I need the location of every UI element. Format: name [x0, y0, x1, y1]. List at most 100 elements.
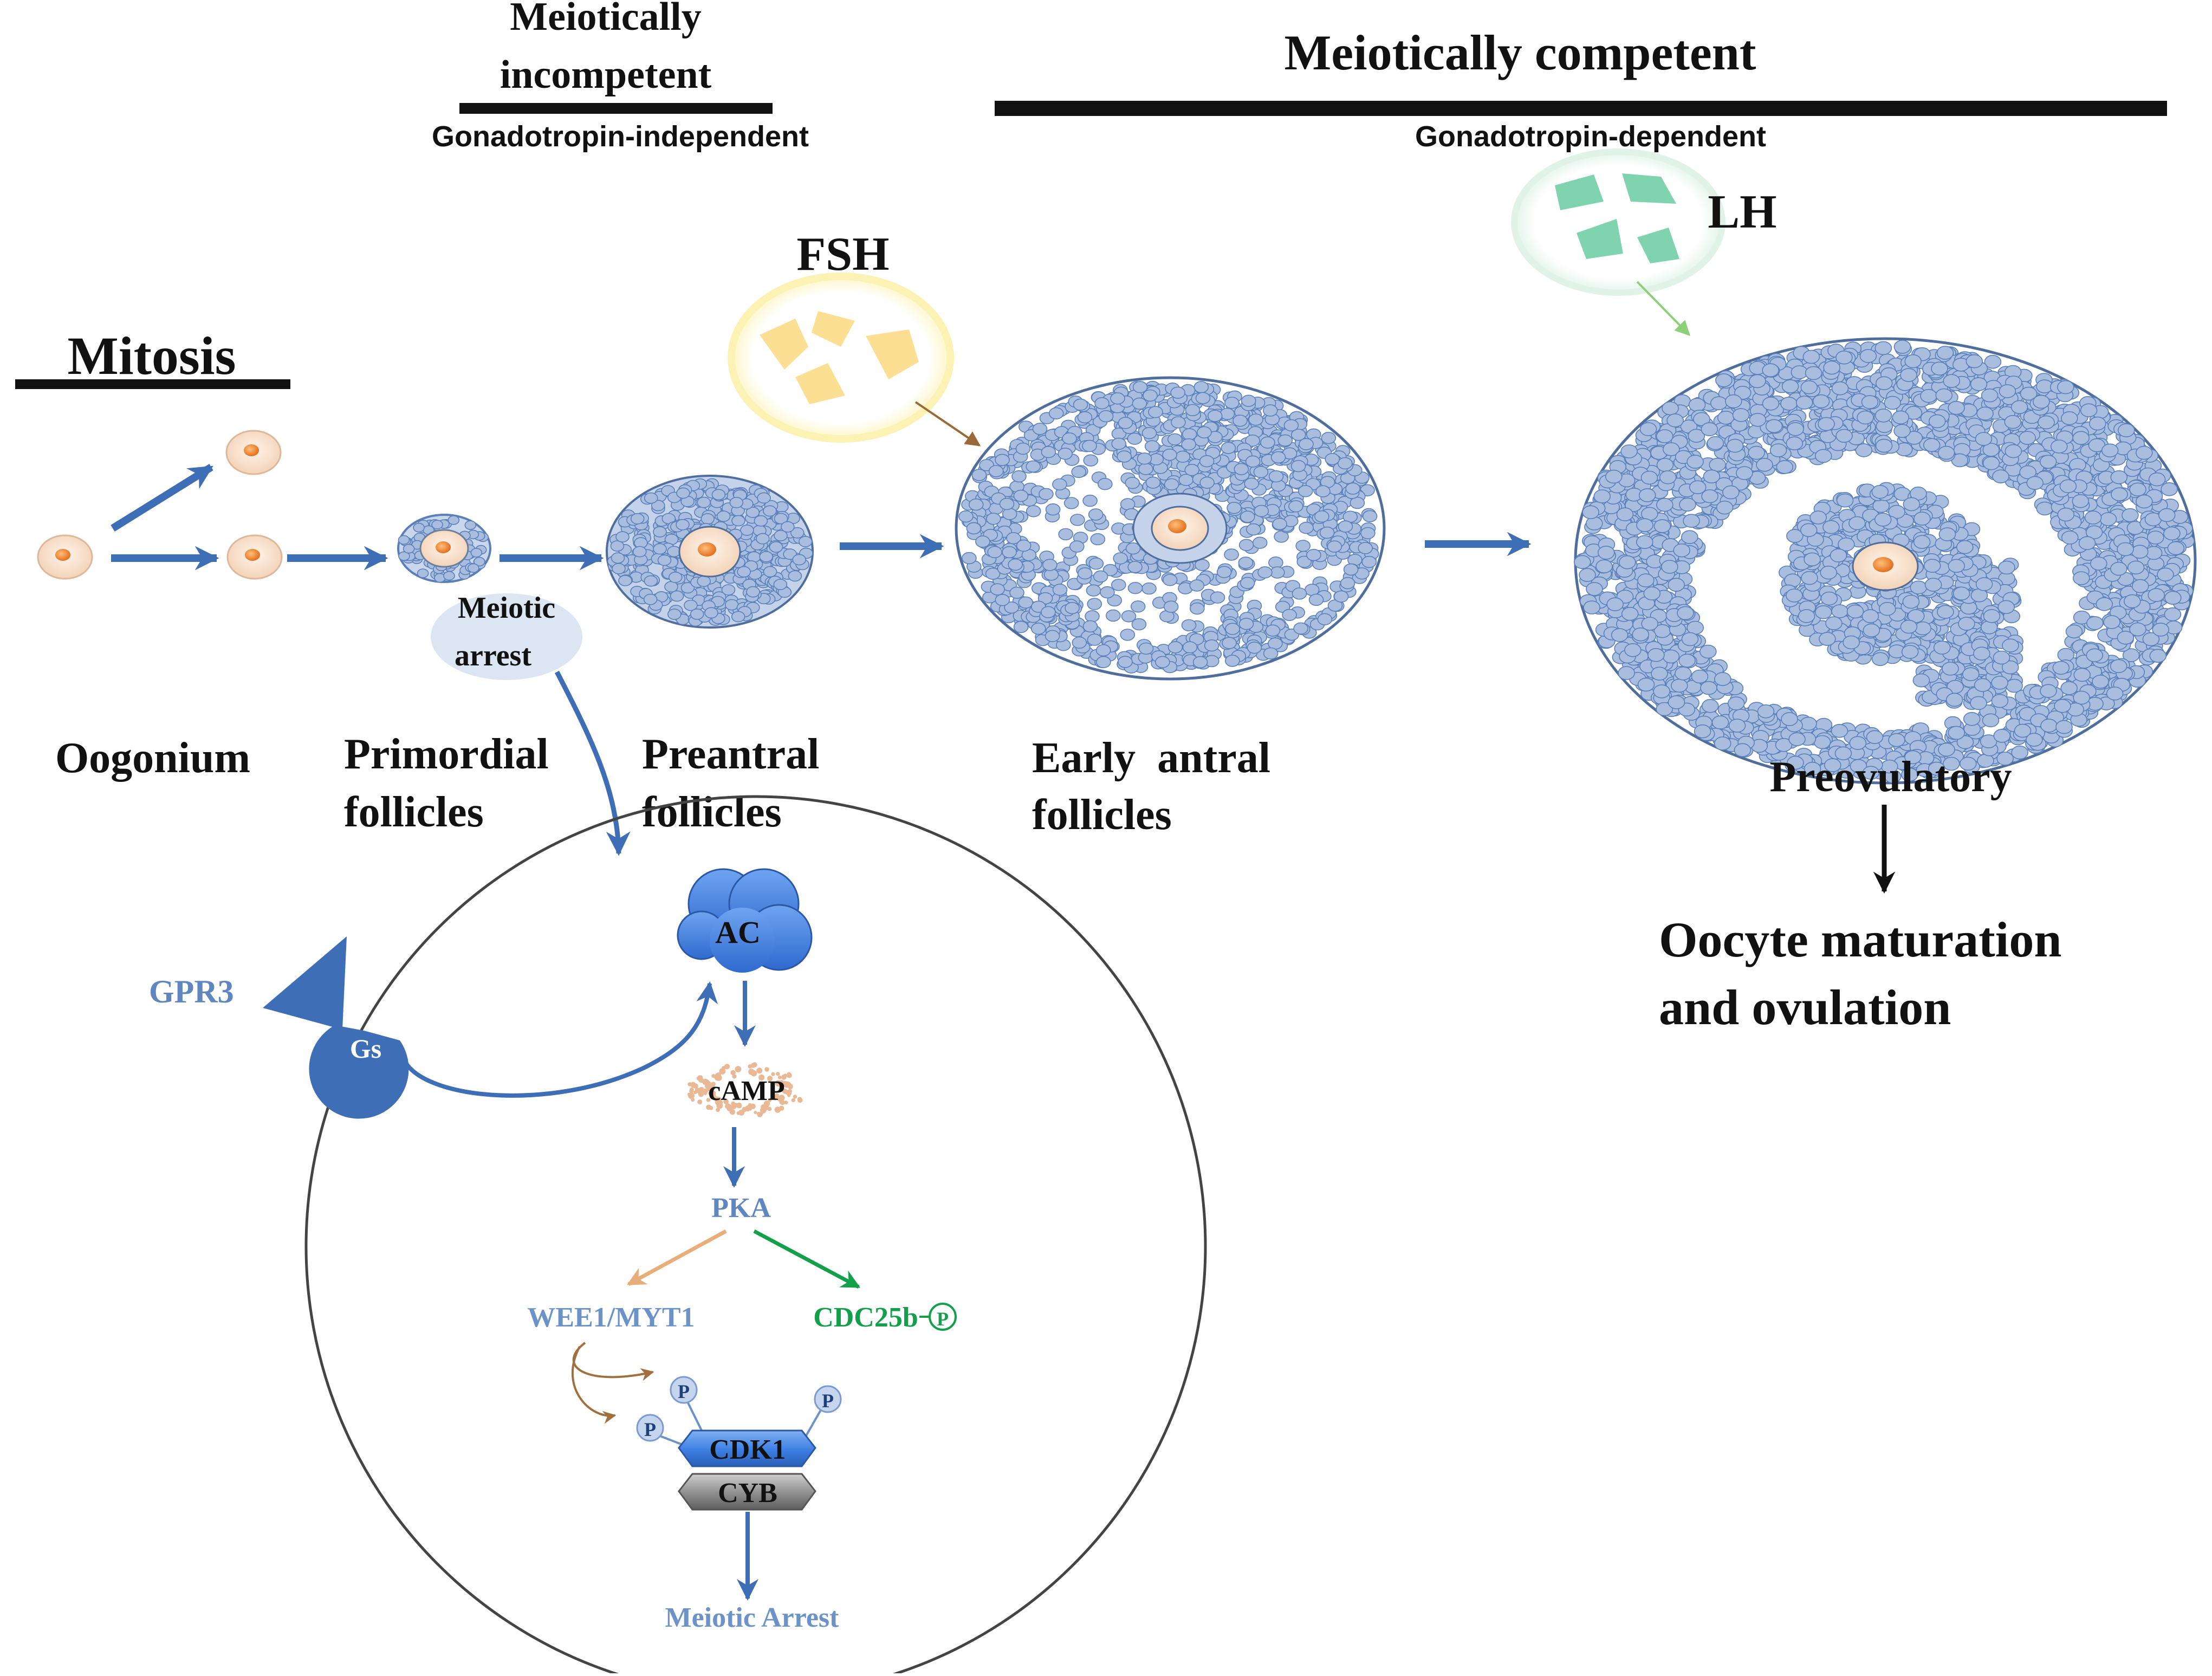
- granulosa-cell: [1224, 397, 1240, 409]
- granulosa-cell: [1970, 696, 1987, 710]
- granulosa-cell: [1913, 535, 1931, 549]
- granulosa-cell: [1216, 566, 1232, 578]
- granulosa-cell: [1163, 600, 1179, 613]
- meiotic-arrest-bubble-line1: Meiotic: [458, 591, 555, 625]
- granulosa-cell: [2110, 470, 2128, 484]
- granulosa-cell: [1221, 442, 1236, 454]
- granulosa-cell: [676, 519, 690, 530]
- granulosa-cell: [690, 609, 704, 620]
- granulosa-cell: [740, 525, 754, 536]
- granulosa-cell: [1016, 539, 1032, 552]
- camp-dot: [697, 1099, 703, 1105]
- granulosa-cell: [1132, 381, 1148, 393]
- granulosa-cell: [1094, 397, 1110, 410]
- granulosa-cell: [1643, 586, 1661, 600]
- granulosa-cell: [2117, 631, 2135, 645]
- granulosa-cell: [1073, 398, 1088, 411]
- fsh-molecule-shape: [812, 311, 855, 347]
- granulosa-cell: [759, 551, 773, 562]
- incompetent-label-line1: Meiotically: [510, 0, 701, 39]
- camp-dot: [722, 1066, 726, 1070]
- granulosa-cell: [612, 563, 626, 574]
- granulosa-cell: [1937, 605, 1954, 619]
- granulosa-cell: [2004, 415, 2022, 429]
- granulosa-cell: [1874, 408, 1892, 423]
- camp-dot: [698, 1075, 703, 1080]
- granulosa-cell: [1831, 381, 1849, 396]
- granulosa-cell: [1726, 438, 1744, 453]
- granulosa-cell: [1350, 496, 1365, 509]
- granulosa-cell: [610, 540, 625, 552]
- granulosa-cell: [1222, 637, 1237, 649]
- granulosa-cell: [1997, 600, 2015, 614]
- outcome-label-line1: Oocyte maturation: [1659, 912, 2062, 967]
- granulosa-cell: [1192, 656, 1208, 669]
- granulosa-cell: [1340, 577, 1355, 590]
- granulosa-cell: [1999, 384, 2016, 398]
- granulosa-cell: [1861, 609, 1879, 623]
- granulosa-cell: [1290, 460, 1306, 473]
- granulosa-cell: [1583, 600, 1600, 614]
- granulosa-cell: [2096, 597, 2113, 611]
- granulosa-cell: [1063, 497, 1079, 509]
- granulosa-cell: [1963, 712, 1981, 726]
- granulosa-cell: [1920, 389, 1937, 403]
- early-antral-label-line1: Early antral: [1032, 734, 1270, 782]
- granulosa-cell: [697, 496, 711, 508]
- pka-to-cdc25b-arrow: [753, 1229, 861, 1289]
- granulosa-cell: [1812, 394, 1830, 409]
- granulosa-cell: [1780, 397, 1798, 411]
- granulosa-cell: [2131, 545, 2149, 559]
- granulosa-cell: [1814, 449, 1832, 463]
- granulosa-cell: [985, 567, 1001, 580]
- granulosa-cell: [1065, 601, 1080, 614]
- granulosa-cell: [1605, 469, 1623, 484]
- granulosa-cell: [1171, 416, 1186, 429]
- granulosa-cell: [729, 497, 744, 508]
- granulosa-cell: [1170, 386, 1185, 399]
- granulosa-cell: [2036, 501, 2054, 516]
- granulosa-cell: [2039, 455, 2057, 469]
- granulosa-cell: [1948, 400, 1965, 415]
- camp-dot: [687, 1082, 692, 1086]
- early-antral-label-line2: follicles: [1032, 791, 1172, 839]
- granulosa-cell: [1238, 618, 1254, 630]
- granulosa-cell: [1734, 743, 1752, 758]
- phospho-label-upper: P: [678, 1381, 690, 1402]
- granulosa-cell: [763, 505, 777, 517]
- granulosa-cell: [1227, 502, 1242, 514]
- granulosa-cell: [1333, 590, 1349, 603]
- camp-dot: [748, 1069, 755, 1075]
- granulosa-cell: [1288, 500, 1303, 513]
- granulosa-cell: [1225, 655, 1240, 667]
- granulosa-cell: [1185, 404, 1201, 417]
- granulosa-cell: [1197, 426, 1212, 439]
- granulosa-cell: [1822, 520, 1840, 534]
- granulosa-cell: [1825, 616, 1843, 630]
- wee1-myt1-label: WEE1/MYT1: [527, 1302, 695, 1333]
- granulosa-cell: [1253, 465, 1269, 478]
- granulosa-cell: [1265, 624, 1281, 637]
- outcome-label-line2: and ovulation: [1659, 980, 1951, 1035]
- granulosa-cell: [2065, 624, 2083, 639]
- granulosa-cell: [1813, 735, 1831, 749]
- granulosa-cell: [1675, 666, 1692, 681]
- granulosa-cell: [615, 531, 630, 543]
- granulosa-cell: [676, 487, 690, 499]
- granulosa-cell: [1659, 470, 1677, 484]
- granulosa-cell: [697, 575, 711, 587]
- daughter-cell-bottom: [226, 534, 283, 580]
- granulosa-cell: [1248, 413, 1263, 426]
- granulosa-cell: [1616, 507, 1634, 522]
- granulosa-cell: [2136, 494, 2153, 509]
- granulosa-cell: [2038, 415, 2055, 430]
- granulosa-cell: [2054, 699, 2071, 713]
- granulosa-cell: [1781, 712, 1798, 726]
- camp-dot: [787, 1089, 792, 1094]
- granulosa-cell: [783, 548, 797, 560]
- granulosa-cell: [2122, 508, 2139, 522]
- granulosa-cell: [2072, 431, 2090, 445]
- granulosa-cell: [1795, 396, 1813, 410]
- granulosa-cell: [1162, 448, 1177, 461]
- granulosa-cell: [1666, 413, 1684, 428]
